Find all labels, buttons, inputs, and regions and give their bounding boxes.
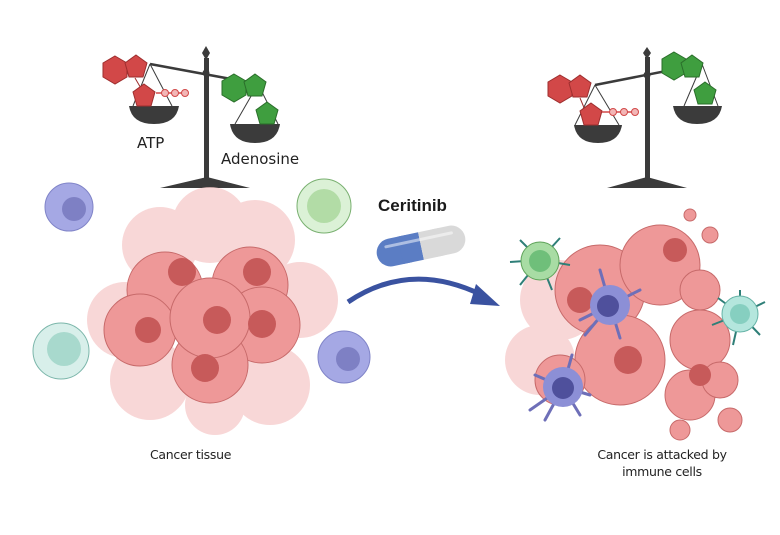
t-cell-green <box>296 178 352 234</box>
atp-label: ATP <box>137 134 165 152</box>
adenosine-molecule-right <box>661 51 717 105</box>
treatment-arrow <box>346 276 500 306</box>
scale-pillar <box>645 57 650 180</box>
scale-pan-left <box>574 125 622 143</box>
scale-pillar <box>204 58 209 180</box>
t-cell-attacking <box>711 290 766 346</box>
scale-pan-right <box>673 106 722 124</box>
cancer-tissue-cluster <box>87 187 338 435</box>
scale-pan-right <box>230 124 280 143</box>
scale-base <box>160 177 250 188</box>
scale-base <box>607 177 687 188</box>
scale-pan-left <box>129 106 179 124</box>
atp-molecule-right <box>547 74 639 126</box>
t-cell-teal <box>32 322 90 380</box>
dendritic-cell <box>528 353 592 422</box>
adenosine-molecule-left <box>221 73 279 125</box>
ceritinib-capsule <box>376 225 466 267</box>
dendritic-cell <box>578 268 642 340</box>
attacked-caption: Cancer is attacked by immune cells <box>597 447 727 479</box>
drug-label: Ceritinib <box>378 196 447 215</box>
t-cell-attacking <box>509 237 571 291</box>
cancer-tissue-caption: Cancer tissue <box>150 447 232 462</box>
adenosine-label: Adenosine <box>221 150 300 168</box>
nk-cell <box>44 182 94 232</box>
scale-finial <box>202 46 210 60</box>
balance-scale-right <box>574 47 722 188</box>
scale-finial <box>643 47 651 59</box>
atp-molecule-left <box>102 54 189 107</box>
nk-cell <box>317 330 371 384</box>
